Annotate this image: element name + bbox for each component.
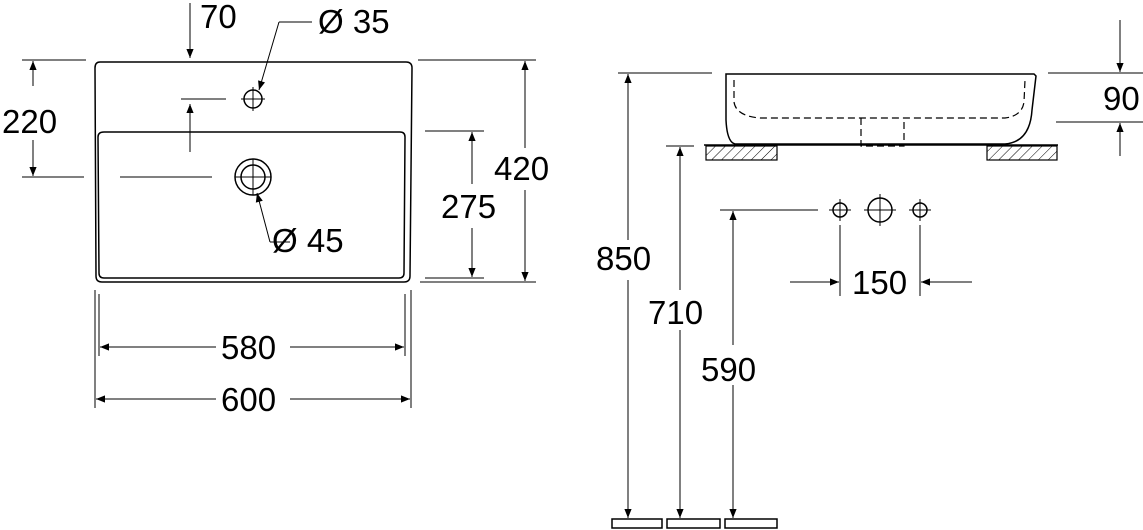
tap-hole-center [864,194,896,226]
dim-tap-height-label: 590 [701,351,756,388]
floor-block-1 [611,518,663,529]
dim-tap-offset-label: 70 [200,0,237,35]
dim-waste-hole-label: Ø 45 [272,222,344,259]
top-view: 70 Ø 35 Ø 45 220 275 420 [2,0,549,418]
floor-block-3 [724,518,778,529]
dim-tap-spacing-label: 150 [852,264,907,301]
basin-bowl-outline [97,131,406,279]
dim-basin-height-label: 90 [1103,80,1140,117]
waste-hole-leader [255,192,271,243]
basin-inner-dashed [733,79,1026,119]
tap-hole-right [909,199,931,221]
tap-hole-leader [258,21,280,91]
dim-total-depth-label: 420 [494,150,549,187]
basin-outline [94,61,413,283]
dim-counter-height-label: 710 [648,294,703,331]
basin-profile [725,73,1037,145]
drain-dashed [860,118,905,147]
countertop-right [986,145,1058,161]
dim-tap-hole-label: Ø 35 [318,3,390,40]
waste-hole [234,158,272,196]
dim-depth-to-waste-label: 220 [2,103,57,140]
dim-total-width-label: 600 [221,381,276,418]
floor-block-2 [666,518,721,529]
dim-inner-width-label: 580 [221,329,276,366]
side-view: 90 850 710 590 [596,20,1143,529]
tap-hole [241,87,265,111]
dim-rim-height-label: 850 [596,240,651,277]
dim-inner-depth-label: 275 [441,188,496,225]
tap-hole-left [829,199,851,221]
countertop-left [705,145,778,161]
